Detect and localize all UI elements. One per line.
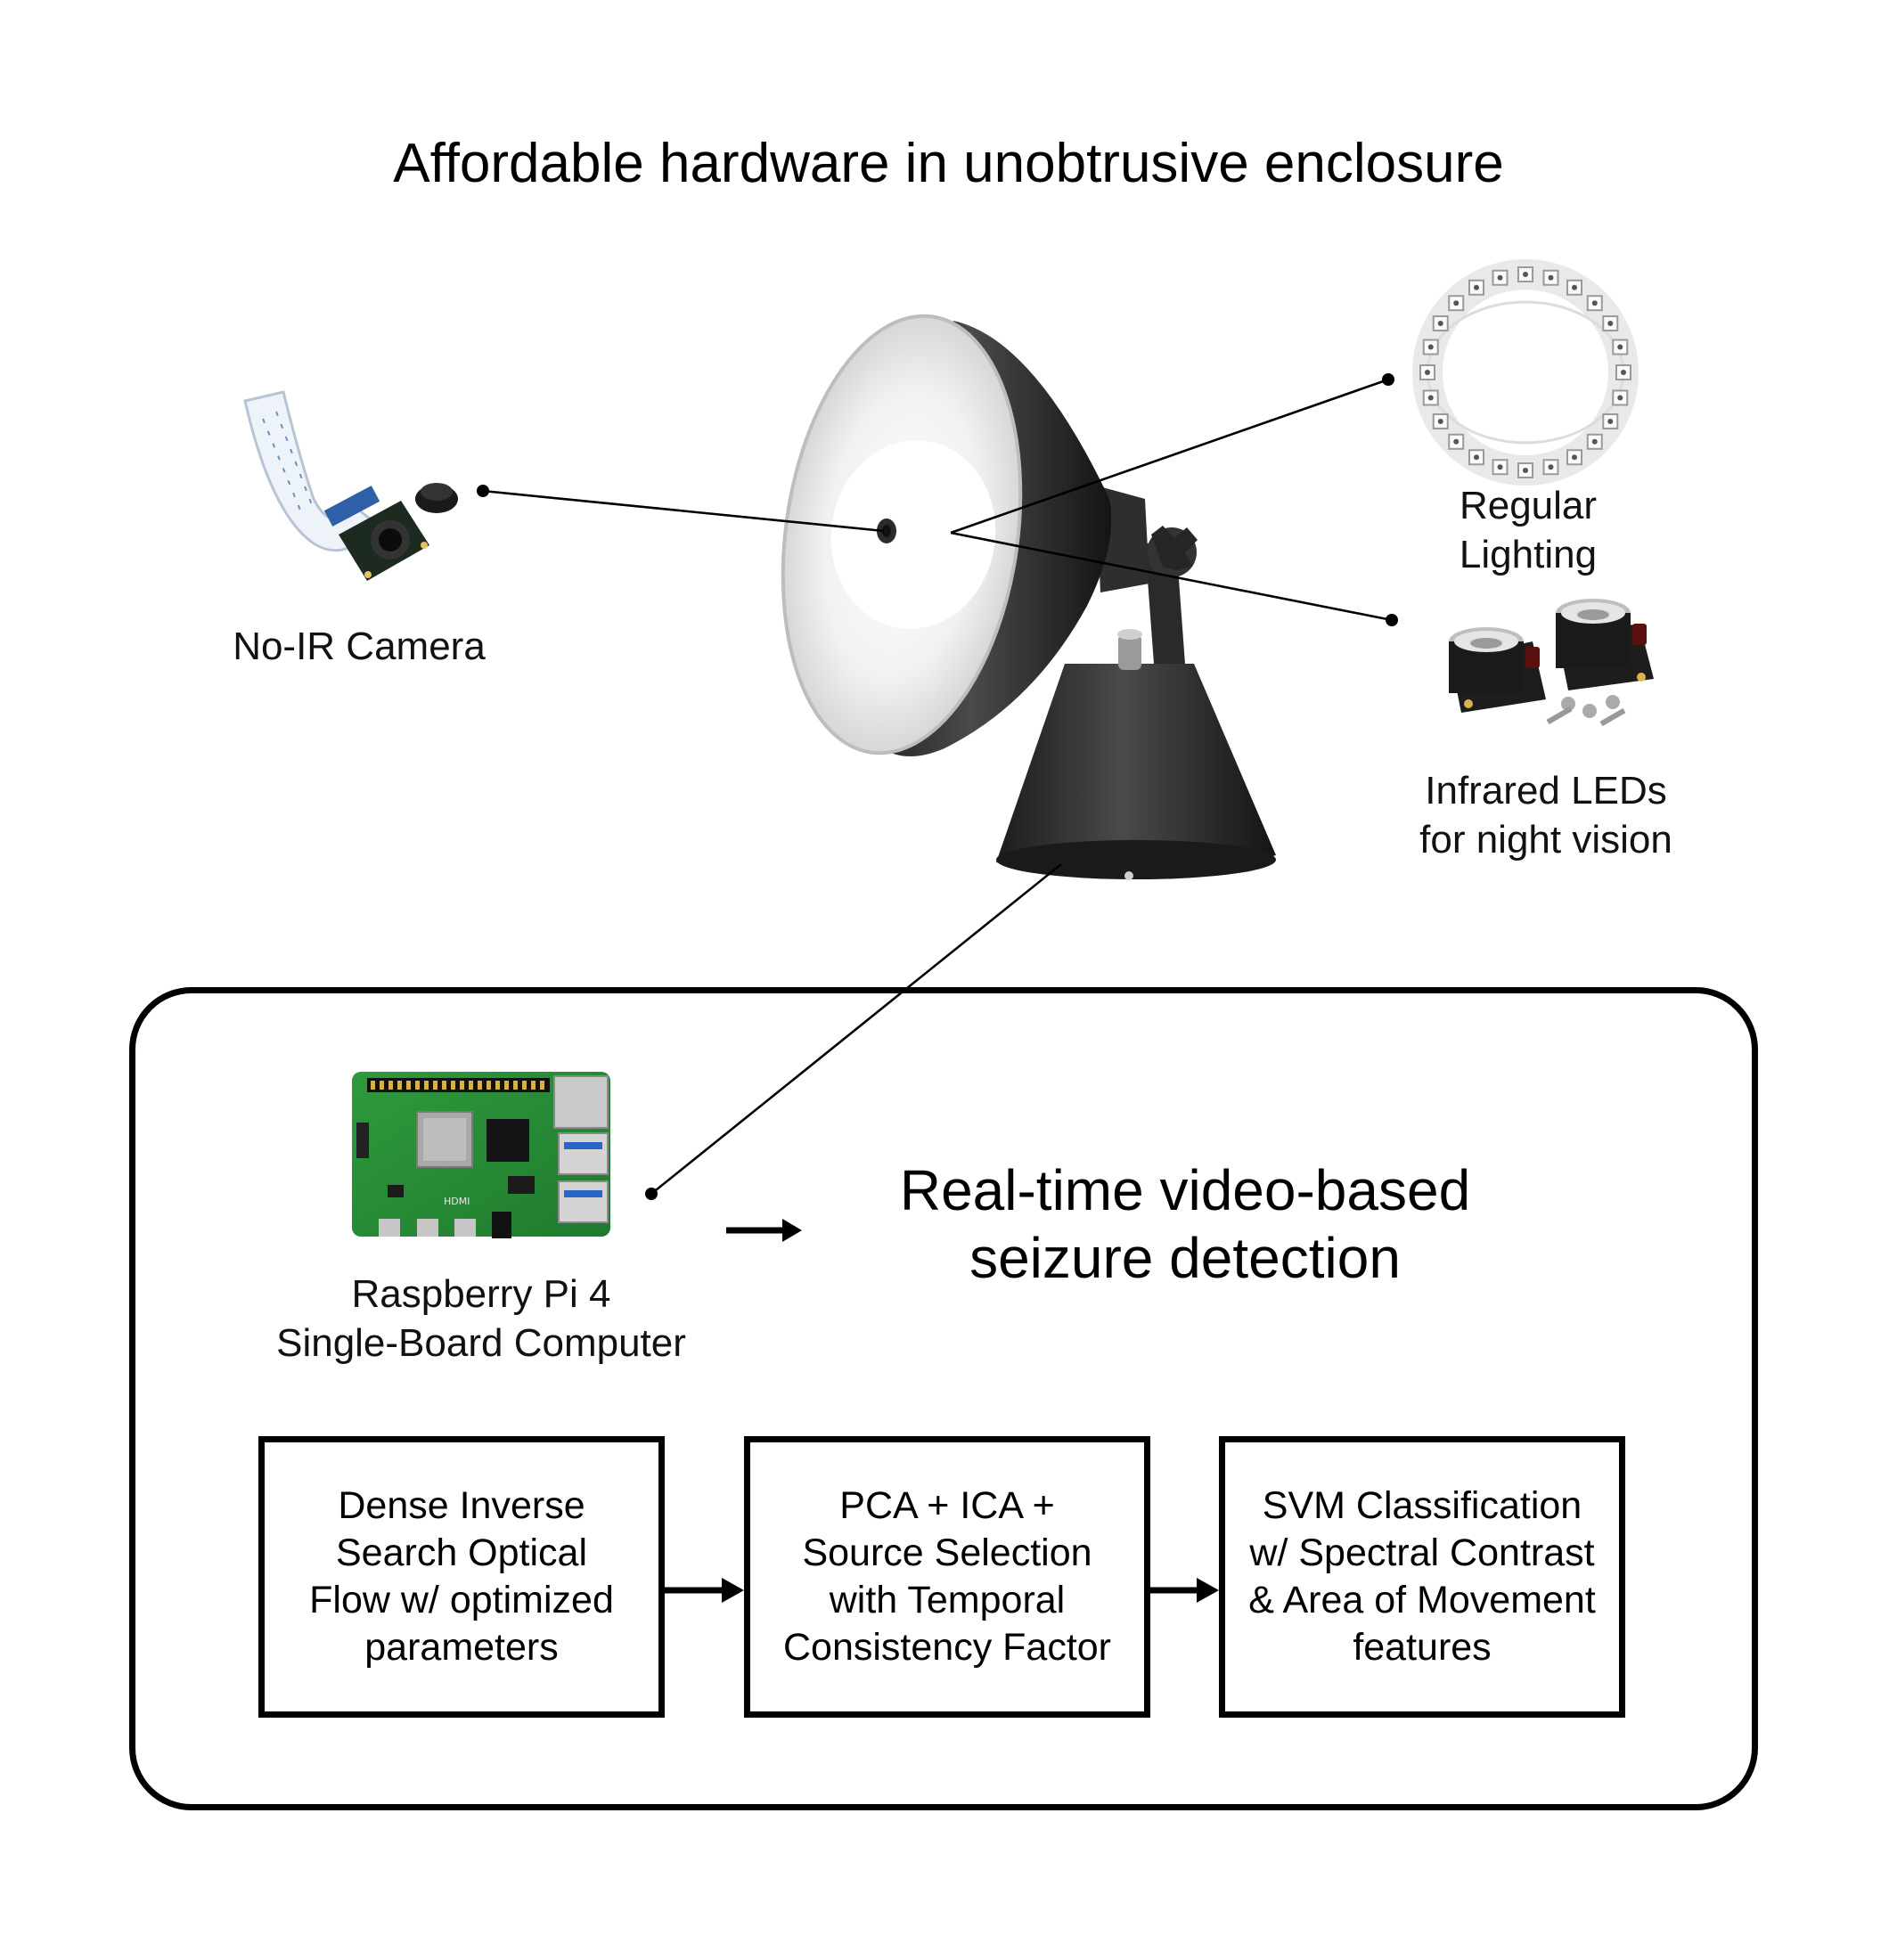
led-pixel-dot	[1425, 370, 1430, 375]
led-pixel-dot	[1523, 272, 1528, 277]
step-1-line-4: parameters	[364, 1626, 559, 1669]
gpio-pin	[513, 1081, 518, 1090]
computer-line-1: Raspberry Pi 4	[351, 1272, 611, 1316]
led-pixel-dot	[1497, 274, 1503, 281]
infrared-line-2: for night vision	[1419, 818, 1672, 862]
step-1-line-3: Flow w/ optimized	[309, 1579, 614, 1621]
computer-line-2: Single-Board Computer	[276, 1321, 686, 1365]
infrared-leds-image	[1449, 599, 1654, 727]
led-pixel-dot	[1497, 464, 1503, 470]
gpio-pin	[406, 1081, 411, 1090]
led-pixel-dot	[1607, 321, 1614, 326]
dot-regular-lighting	[1382, 373, 1394, 386]
dot-infrared	[1386, 614, 1398, 626]
step-3-line-2: w/ Spectral Contrast	[1249, 1531, 1595, 1574]
connector-raspberry-pi	[650, 862, 1062, 1196]
led-pixel-dot	[1453, 300, 1460, 306]
led-pixel-dot	[1607, 419, 1614, 424]
output-line-1: Real-time video-based	[899, 1158, 1471, 1222]
connector-lines	[482, 378, 1393, 1196]
led-pixel-dot	[1617, 344, 1623, 350]
gpio-pin	[460, 1081, 464, 1090]
dot-raspberry-pi	[645, 1188, 658, 1200]
regular-lighting-line-2: Lighting	[1459, 533, 1598, 576]
gpio-pin	[424, 1081, 429, 1090]
led-pixel-dot	[1572, 284, 1577, 290]
gpio-pin	[478, 1081, 482, 1090]
figure-title: Affordable hardware in unobtrusive enclo…	[393, 133, 1504, 194]
led-pixel-dot	[1621, 370, 1626, 375]
led-pixel-dot	[1548, 274, 1554, 281]
led-pixel-dot	[1523, 468, 1528, 473]
lamp-enclosure-image	[781, 314, 1276, 880]
step-2-line-3: with Temporal	[829, 1579, 1066, 1621]
gpio-pin	[397, 1081, 402, 1090]
noir-camera-image	[243, 390, 458, 581]
gpio-pin	[469, 1081, 473, 1090]
led-pixel-dot	[1591, 300, 1598, 306]
gpio-pin	[487, 1081, 491, 1090]
step-3-line-3: & Area of Movement	[1248, 1579, 1596, 1621]
regular-lighting-line-1: Regular	[1459, 484, 1598, 527]
gpio-pin	[371, 1081, 375, 1090]
led-pixel-dot	[1617, 395, 1623, 401]
gpio-pin	[442, 1081, 446, 1090]
led-ring-image	[1412, 259, 1639, 486]
output-label: Real-time video-based seizure detection	[829, 1156, 1541, 1292]
connector-camera	[482, 489, 885, 533]
svg-text:HDMI: HDMI	[444, 1196, 470, 1207]
pipeline-step-optical-flow: Dense Inverse Search Optical Flow w/ opt…	[258, 1436, 665, 1718]
output-line-2: seizure detection	[969, 1226, 1401, 1290]
gpio-pin	[495, 1081, 500, 1090]
led-pixel-dot	[1437, 419, 1443, 424]
step-2-line-4: Consistency Factor	[782, 1626, 1112, 1669]
connector-regular-lighting	[950, 378, 1389, 535]
gpio-pin	[380, 1081, 384, 1090]
step-1-line-1: Dense Inverse	[338, 1484, 585, 1527]
led-pixel-dot	[1427, 395, 1434, 401]
regular-lighting-label: Regular Lighting	[1390, 481, 1666, 579]
arrow-to-output	[726, 1219, 802, 1242]
led-pixel-dot	[1427, 344, 1434, 350]
infrared-label: Infrared LEDs for night vision	[1372, 766, 1720, 864]
gpio-pin	[388, 1081, 393, 1090]
gpio-pin	[433, 1081, 437, 1090]
gpio-pin	[531, 1081, 536, 1090]
camera-label: No-IR Camera	[233, 625, 486, 668]
step-1-line-2: Search Optical	[335, 1531, 588, 1574]
step-3-line-1: SVM Classification	[1262, 1484, 1582, 1527]
led-pixel-dot	[1548, 464, 1554, 470]
computer-label: Raspberry Pi 4 Single-Board Computer	[232, 1270, 731, 1368]
raspberry-pi-image: HDMI	[352, 1072, 610, 1238]
gpio-pin	[415, 1081, 420, 1090]
led-pixel-dot	[1437, 321, 1443, 326]
led-pixel-dot	[1591, 438, 1598, 445]
gpio-pin	[451, 1081, 455, 1090]
step-3-line-4: features	[1353, 1626, 1492, 1669]
connector-infrared	[950, 531, 1393, 622]
dot-camera	[477, 485, 489, 497]
infrared-line-1: Infrared LEDs	[1425, 769, 1667, 813]
gpio-pin	[504, 1081, 509, 1090]
gpio-pin	[522, 1081, 527, 1090]
pipeline-step-svm-classification: SVM Classification w/ Spectral Contrast …	[1219, 1436, 1625, 1718]
pipeline-step-source-selection: PCA + ICA + Source Selection with Tempor…	[744, 1436, 1150, 1718]
processing-unit-frame	[129, 987, 1758, 1810]
gpio-pin	[540, 1081, 544, 1090]
step-2-line-2: Source Selection	[802, 1531, 1092, 1574]
led-pixel-dot	[1474, 284, 1479, 290]
step-2-line-1: PCA + ICA +	[839, 1484, 1055, 1527]
led-pixel-dot	[1572, 454, 1577, 461]
led-pixel-dot	[1453, 438, 1460, 445]
led-pixel-dot	[1474, 454, 1479, 461]
